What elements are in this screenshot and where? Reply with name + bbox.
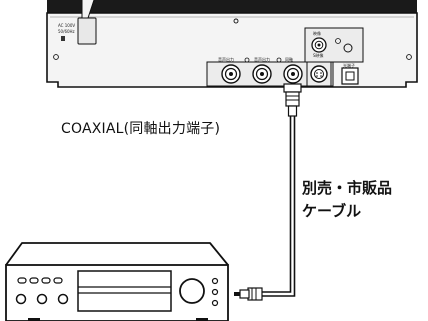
optical-port: 光端子 xyxy=(341,62,359,85)
receiver-button-row xyxy=(17,277,63,284)
cable-plug-receiver xyxy=(234,287,263,301)
receiver-top xyxy=(5,242,229,266)
s-video-label: S映像 xyxy=(313,52,324,58)
cable-caption-line1: 別売・市販品 xyxy=(302,179,393,197)
player-top-edge xyxy=(47,0,417,13)
coaxial-jack xyxy=(283,64,303,84)
power-inlet xyxy=(77,17,97,45)
optical-label: 光端子 xyxy=(343,62,355,68)
audio-out-l-jack xyxy=(221,64,241,84)
receiver-side-buttons xyxy=(211,277,219,307)
jack-label-audio-l: 音声出力 xyxy=(218,56,234,62)
player-rear-panel: AC 100V 50/60Hz 音声出力 音声出力 同軸 xyxy=(46,0,418,88)
video-out-jack xyxy=(311,37,327,53)
jack-label-audio-r: 音声出力 xyxy=(254,56,270,62)
s-video-jack xyxy=(306,61,332,87)
receiver-volume-knob xyxy=(179,278,205,304)
coaxial-caption: COAXIAL(同軸出力端子) xyxy=(61,121,221,137)
cable-plug-player xyxy=(283,83,302,117)
power-label-line2: 50/60Hz xyxy=(58,29,75,34)
receiver-knobs xyxy=(15,293,69,305)
audio-receiver xyxy=(5,242,229,321)
screw-right xyxy=(406,54,412,60)
audio-out-r-jack xyxy=(252,64,272,84)
receiver-display xyxy=(77,270,172,312)
video-label: 映像 xyxy=(313,30,321,36)
screw-top xyxy=(233,18,239,24)
jack-label-coax: 同軸 xyxy=(285,56,293,62)
coaxial-cable xyxy=(234,83,302,301)
screw-left xyxy=(53,54,59,60)
power-label-line1: AC 100V xyxy=(58,23,75,28)
cable-caption-line2: ケーブル xyxy=(302,202,362,220)
cable-wire xyxy=(262,116,296,297)
